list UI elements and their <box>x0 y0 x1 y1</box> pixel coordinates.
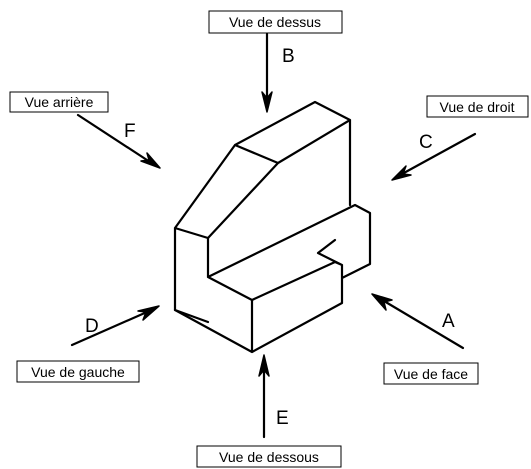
view-left-label-box <box>16 360 140 383</box>
view-bottom-arrow-head <box>258 354 270 377</box>
view-back-label-box <box>9 91 109 113</box>
view-front-group: Vue de face A <box>371 293 479 385</box>
view-top-letter: B <box>282 46 295 67</box>
object-back-slab-edges <box>173 100 352 324</box>
view-bottom-group: Vue de dessous E <box>196 354 342 468</box>
view-right-arrow-head <box>391 165 412 181</box>
view-front-arrow-shaft <box>382 299 465 350</box>
view-back-letter: F <box>124 121 136 142</box>
view-right-letter: C <box>419 132 433 153</box>
view-back-arrow-head <box>140 152 161 169</box>
view-right-arrow-shaft <box>400 132 477 176</box>
view-front-letter: A <box>442 311 455 332</box>
view-left-letter: D <box>85 316 99 337</box>
view-top-label: Vue de dessus <box>229 14 321 30</box>
view-left-group: Vue de gauche D <box>16 305 160 383</box>
view-front-arrow-head <box>371 293 393 311</box>
view-top-arrow-head <box>261 91 273 113</box>
isometric-object <box>173 100 372 354</box>
view-back-group: Vue arrière F <box>9 91 161 169</box>
view-left-arrow-head <box>137 305 160 321</box>
view-front-label: Vue de face <box>394 366 468 382</box>
view-top-group: Vue de dessus B <box>208 10 343 113</box>
view-left-label: Vue de gauche <box>31 364 125 380</box>
view-bottom-letter: E <box>276 408 289 429</box>
view-top-label-box <box>208 10 343 34</box>
view-back-arrow-shaft <box>76 113 152 164</box>
view-back-label: Vue arrière <box>25 94 94 110</box>
view-bottom-label: Vue de dessous <box>219 449 319 465</box>
view-front-label-box <box>383 362 479 385</box>
view-bottom-label-box <box>196 445 342 468</box>
view-right-group: Vue de droit C <box>391 95 529 181</box>
object-lower-block-edges <box>173 203 372 354</box>
view-right-label: Vue de droit <box>440 99 515 115</box>
view-left-arrow-shaft <box>70 310 149 347</box>
view-right-label-box <box>426 95 529 118</box>
